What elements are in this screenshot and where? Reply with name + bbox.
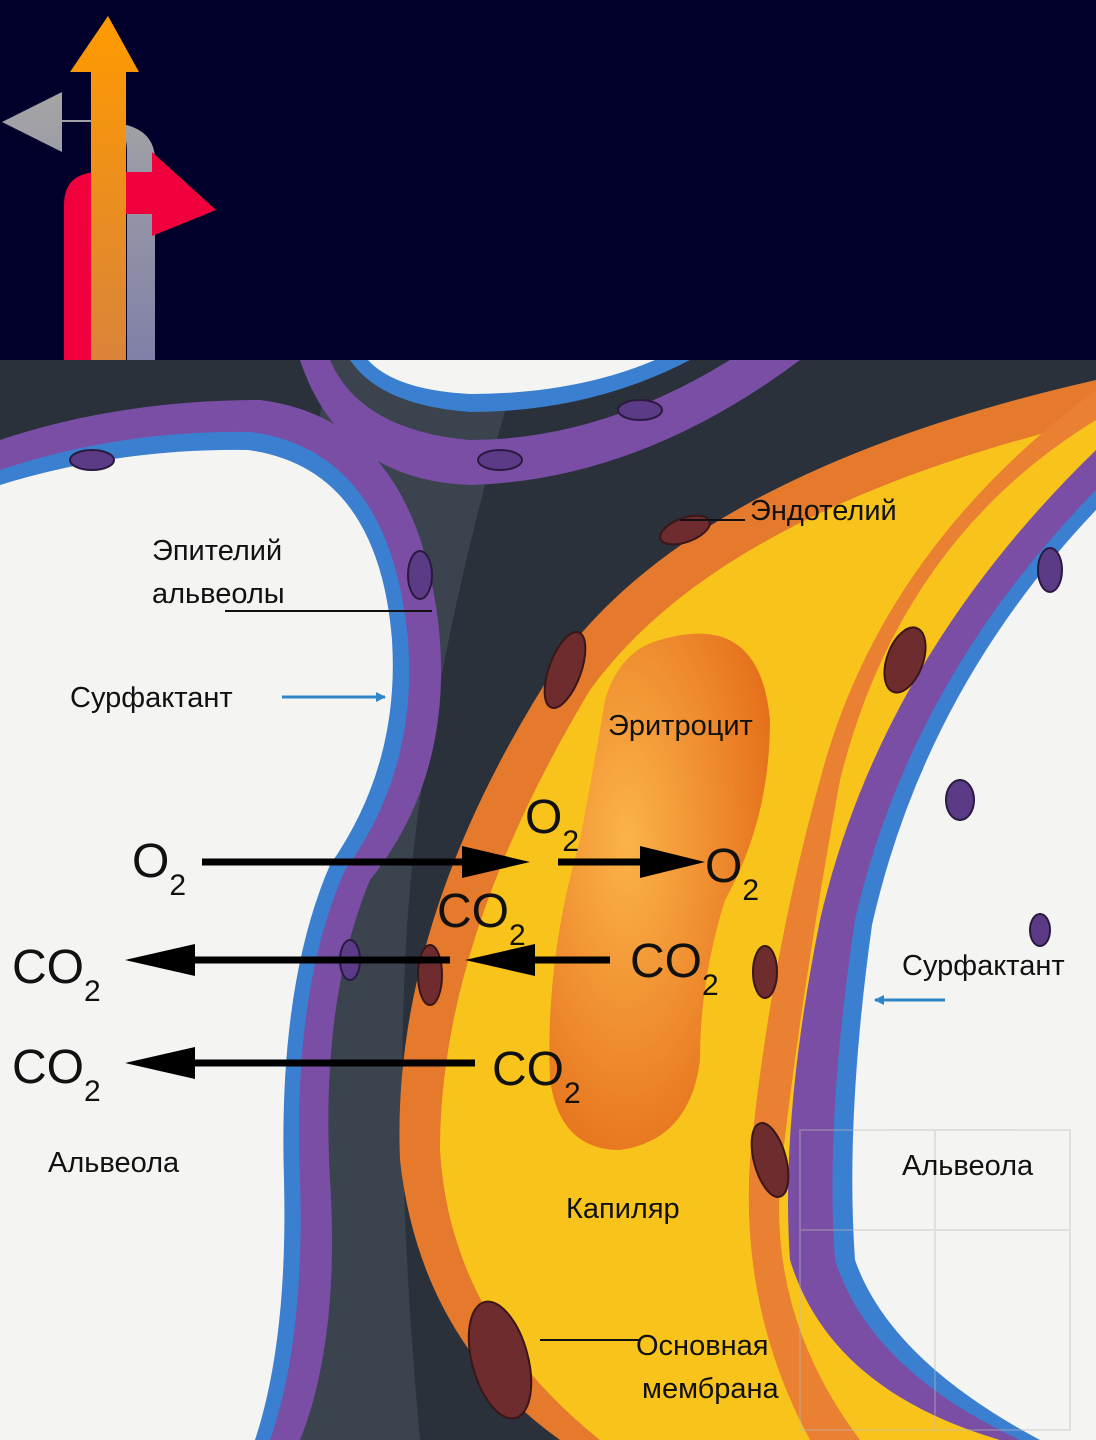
slide-header (0, 0, 1096, 360)
alveolar-epithelium-label-1: Эпителий (152, 535, 282, 567)
alveola-left-label: Альвеола (48, 1147, 180, 1179)
capillary-label: Капиляр (566, 1193, 680, 1225)
basement-membrane-label-1: Основная (636, 1330, 768, 1362)
three-direction-arrows-icon (0, 0, 230, 360)
endothelium-label: Эндотелий (750, 495, 897, 527)
erythrocyte-label: Эритроцит (608, 710, 753, 742)
basement-membrane-label-2: мембрана (642, 1373, 780, 1405)
surfactant-left-label: Сурфактант (70, 682, 233, 714)
surfactant-right-label: Сурфактант (902, 950, 1065, 982)
alveolar-capillary-diagram: O2 O2 O2 CO2 CO2 CO2 CO2 CO2 Эндотелий Э… (0, 360, 1096, 1440)
alveolar-epithelium-label-2: альвеолы (152, 578, 285, 610)
alveola-right-label: Альвеола (902, 1150, 1034, 1182)
